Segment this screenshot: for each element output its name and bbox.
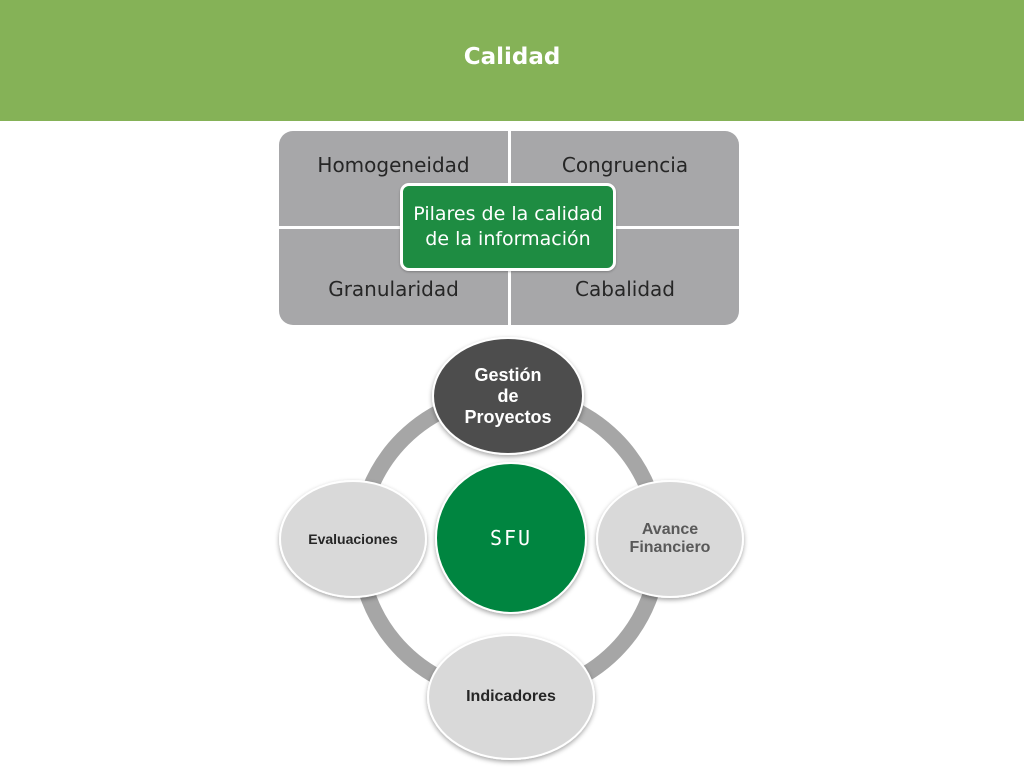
- page-title: Calidad: [463, 44, 561, 70]
- cycle-node-gestion-de-proyectos: Gestión de Proyectos: [464, 364, 552, 427]
- cycle-node-avance-financiero: Avance Financiero: [629, 521, 711, 556]
- cycle-center-sfu: SFU: [489, 526, 533, 550]
- cycle-node-indicadores: Indicadores: [466, 688, 556, 705]
- cycle-node-evaluaciones: Evaluaciones: [308, 531, 398, 547]
- pillars-center-label: Pilares de la calidad de la información: [400, 183, 616, 271]
- cycle-center-shape: [435, 462, 587, 614]
- cycle-node-top-shape: [432, 337, 584, 455]
- cycle-node-bottom-shape: [427, 634, 595, 760]
- header-banner: Calidad: [0, 0, 1024, 121]
- cycle-node-left-shape: [279, 480, 427, 598]
- pillars-matrix: Homogeneidad Congruencia Granularidad Ca…: [279, 131, 739, 325]
- cycle-node-right-shape: [596, 480, 744, 598]
